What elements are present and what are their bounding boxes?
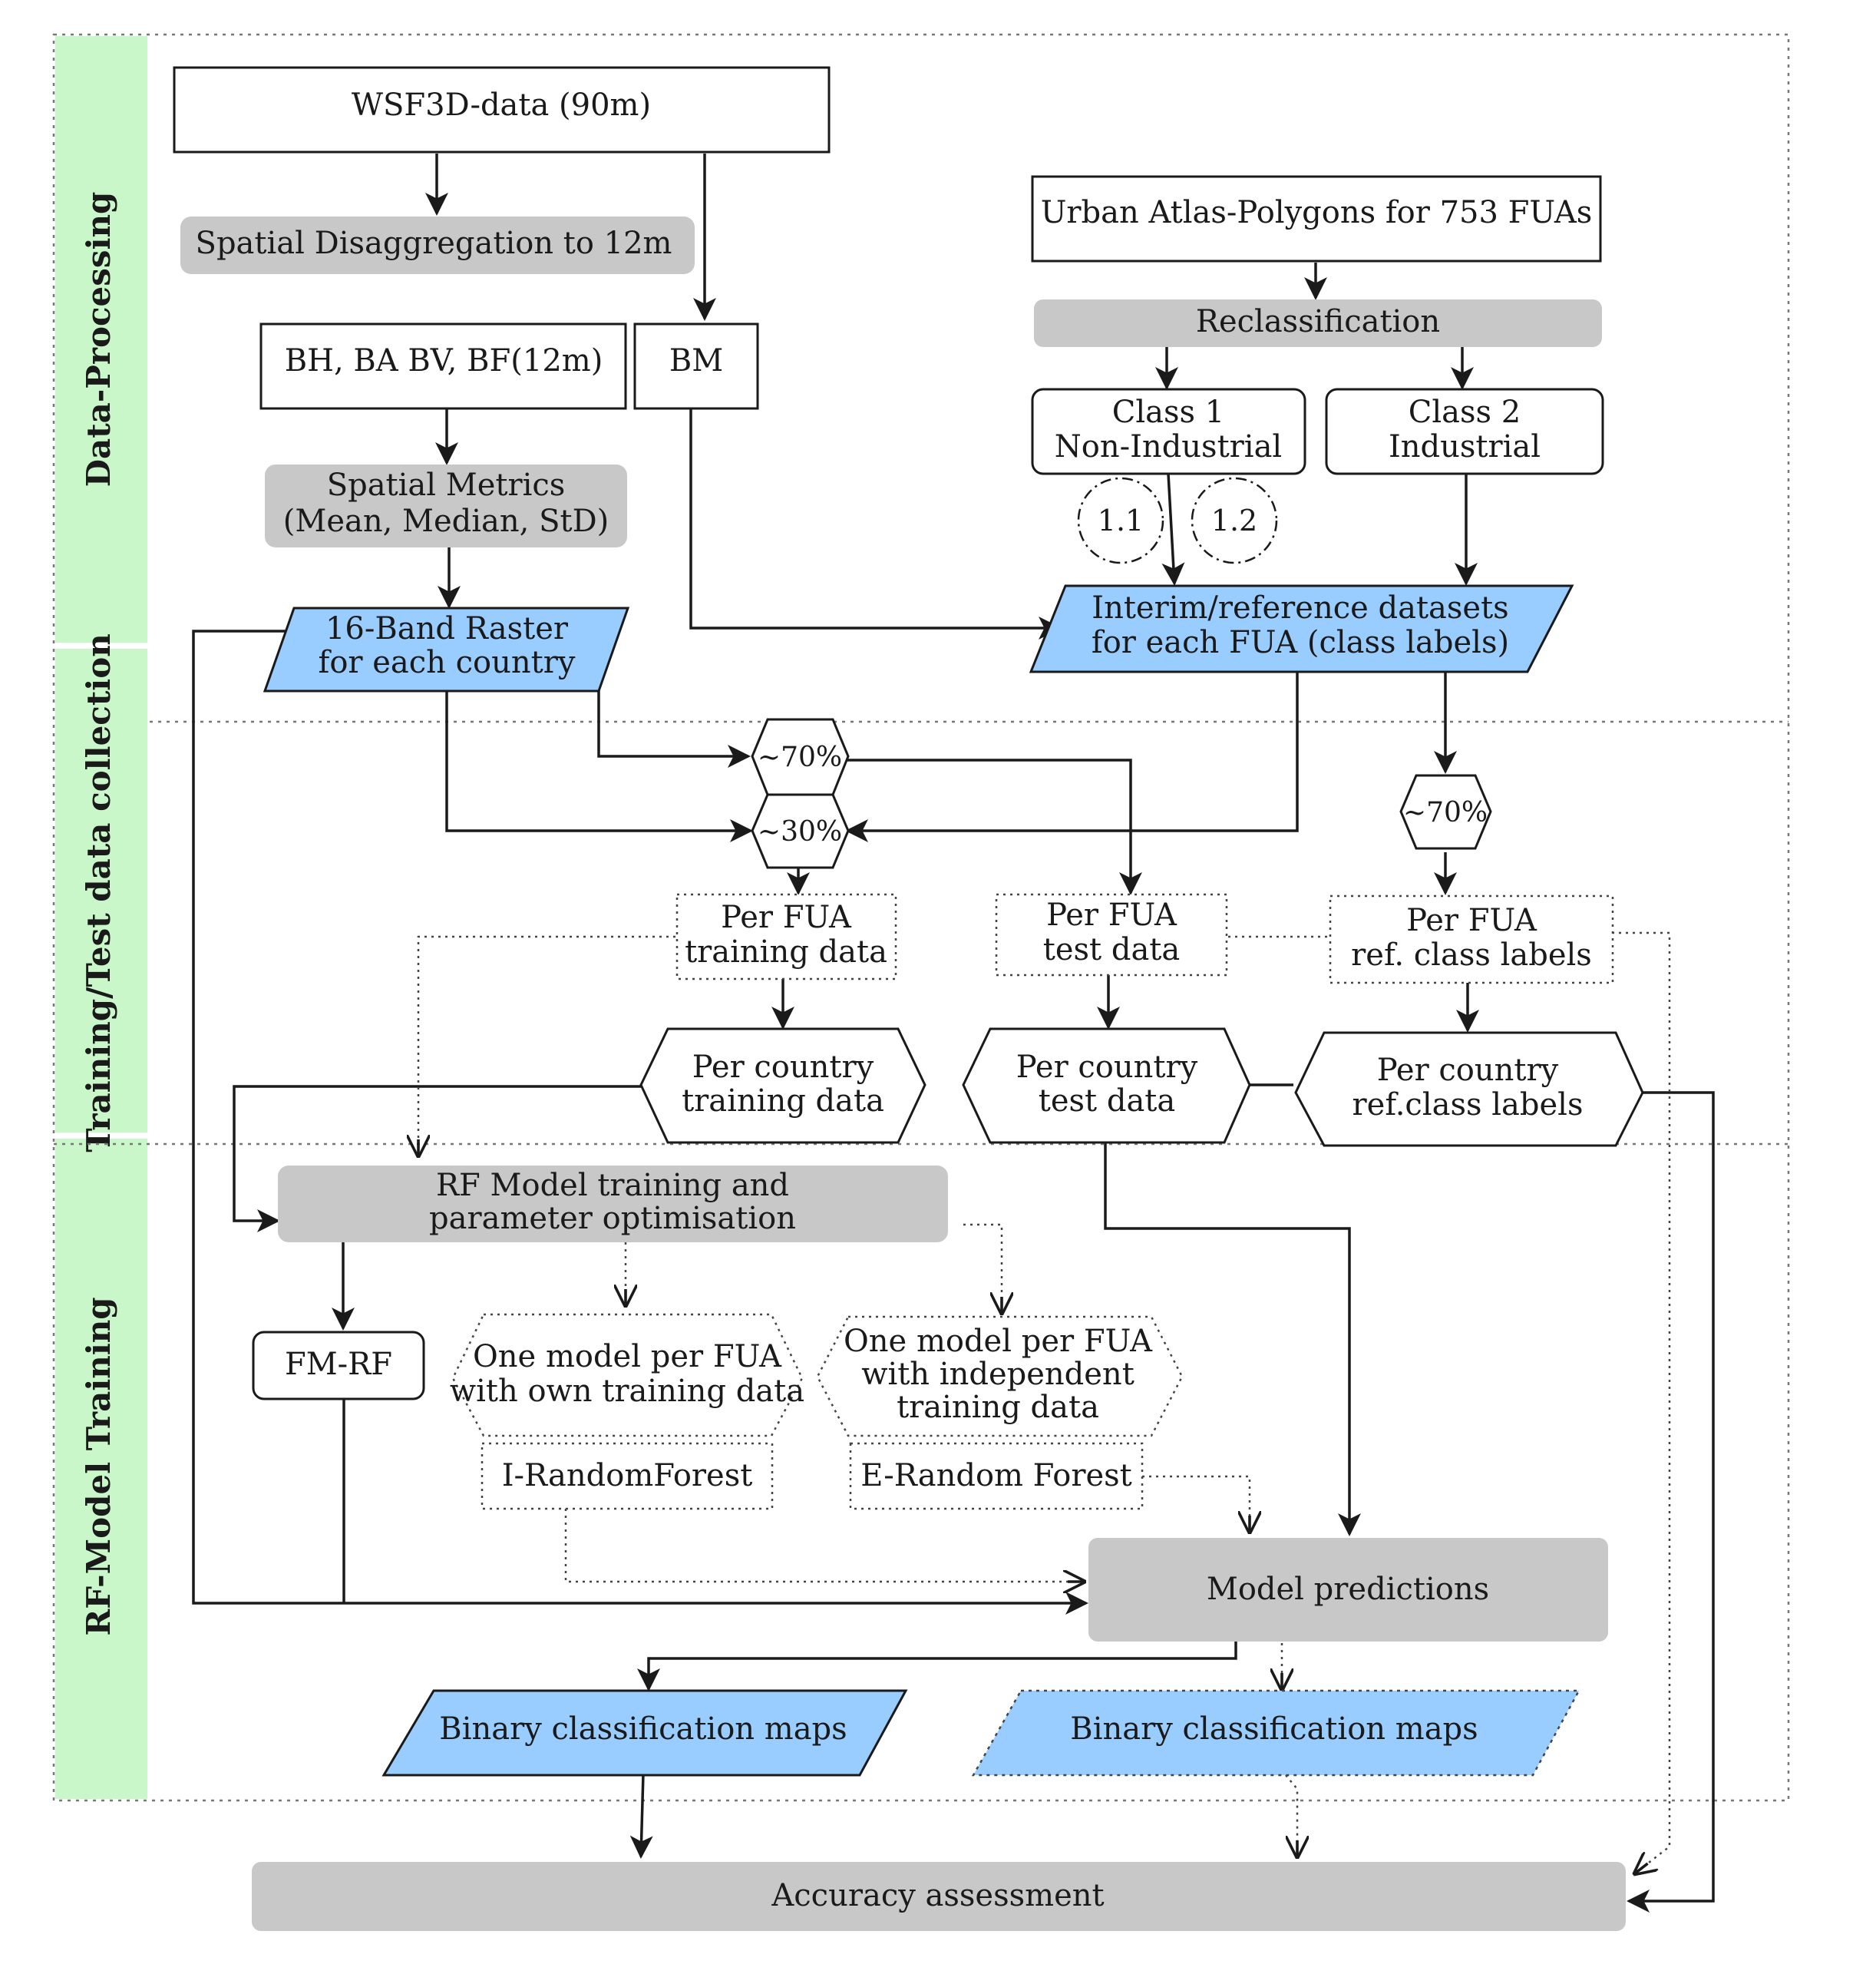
node-sub-1-2-label: 1.2 [1211,504,1257,537]
node-per-fua-ref-line2: ref. class labels [1351,937,1592,973]
node-country-ref-line1: Per country [1377,1053,1559,1088]
node-spatial-metrics: Spatial Metrics (Mean, Median, StD) [265,465,627,547]
node-bm: BM [633,322,759,410]
node-urban-atlas: Urban Atlas-Polygons for 753 FUAs [1031,175,1602,263]
node-split-70-right-label: ~70% [1403,797,1488,828]
node-split-70-left-label: ~70% [758,742,842,773]
node-class-2: Class 2 Industrial [1325,388,1604,475]
node-per-fua-test-line1: Per FUA [1046,898,1177,933]
node-class-2-line1: Class 2 [1409,395,1521,430]
node-wsf3d-label: WSF3D-data (90m) [352,88,651,123]
node-binary-maps-2-label: Binary classification maps [1070,1711,1478,1747]
node-country-test-line2: test data [1039,1083,1175,1119]
node-country-ref-line2: ref.class labels [1353,1087,1584,1123]
node-class-1: Class 1 Non-Industrial [1031,388,1306,475]
node-wsf3d: WSF3D-data (90m) [173,66,831,154]
node-e-randomforest-label: E-Random Forest [860,1458,1131,1493]
node-sub-1-1-label: 1.1 [1098,504,1144,537]
node-sub-1-1: 1.1 [1077,477,1164,564]
node-one-model-independent: One model per FUA with independent train… [816,1315,1184,1437]
node-split-30-left: ~30% [751,793,850,869]
node-per-fua-training: Per FUA training data [675,893,897,980]
node-one-model-indep-line3: training data [897,1390,1099,1425]
node-binary-maps-1-label: Binary classification maps [439,1711,847,1747]
node-country-training-line1: Per country [692,1050,874,1085]
node-country-training-line2: training data [682,1083,884,1119]
node-16-band-raster-line2: for each country [319,645,576,680]
node-accuracy-assessment: Accuracy assessment [252,1862,1626,1931]
node-spatial-disaggregation: Spatial Disaggregation to 12m [180,217,695,274]
node-fm-rf: FM-RF [252,1331,425,1400]
node-binary-maps-1: Binary classification maps [381,1689,908,1777]
node-per-fua-test: Per FUA test data [995,893,1228,977]
node-fm-rf-label: FM-RF [285,1347,392,1382]
node-model-predictions-label: Model predictions [1207,1572,1489,1607]
phase-band-data-processing [55,36,147,643]
node-per-fua-test-line2: test data [1043,932,1180,967]
node-one-model-own-line2: with own training data [450,1374,804,1409]
node-reclassification: Reclassification [1034,299,1602,347]
phase-band-training-test [55,649,147,1132]
node-one-model-own: One model per FUA with own training data [450,1313,804,1437]
node-country-ref: Per country ref.class labels [1294,1031,1644,1147]
node-one-model-own-line1: One model per FUA [473,1339,782,1374]
node-16-band-raster-line1: 16-Band Raster [325,611,569,646]
node-reclassification-label: Reclassification [1196,304,1440,339]
node-per-fua-ref-line1: Per FUA [1406,903,1537,938]
node-country-test-line1: Per country [1016,1050,1198,1085]
node-split-70-left: ~70% [751,718,850,796]
node-model-predictions: Model predictions [1088,1538,1608,1642]
node-per-fua-ref: Per FUA ref. class labels [1329,894,1614,984]
node-per-fua-training-line1: Per FUA [721,900,852,935]
node-e-randomforest: E-Random Forest [849,1442,1144,1510]
node-i-randomforest-label: I-RandomForest [502,1458,753,1493]
node-one-model-indep-line2: with independent [861,1357,1135,1392]
node-bm-label: BM [669,343,723,379]
node-urban-atlas-label: Urban Atlas-Polygons for 753 FUAs [1041,195,1593,230]
phase-label-training-test: Training/Test data collection [80,633,117,1152]
node-spatial-metrics-line1: Spatial Metrics [327,468,566,503]
node-per-fua-training-line2: training data [685,934,887,970]
node-sub-1-2: 1.2 [1191,477,1278,564]
node-rf-model-line1: RF Model training and [436,1168,789,1203]
node-one-model-indep-line1: One model per FUA [844,1324,1153,1359]
node-rf-model-training: RF Model training and parameter optimisa… [278,1166,948,1242]
node-class-1-line1: Class 1 [1112,395,1224,430]
outer-frame [52,33,1790,1802]
node-interim-line2: for each FUA (class labels) [1092,625,1509,660]
node-rf-model-line2: parameter optimisation [429,1201,796,1236]
node-i-randomforest: I-RandomForest [481,1442,774,1510]
node-16-band-raster: 16-Band Raster for each country [263,607,630,693]
node-split-30-left-label: ~30% [758,816,842,848]
phase-label-data-processing: Data-Processing [80,192,117,488]
node-bh-ba-bv-bf-label: BH, BA BV, BF(12m) [285,343,603,379]
node-spatial-metrics-line2: (Mean, Median, StD) [283,504,609,539]
node-class-1-line2: Non-Industrial [1055,429,1282,465]
node-binary-maps-2: Binary classification maps [971,1689,1581,1777]
node-spatial-disaggregation-label: Spatial Disaggregation to 12m [196,226,672,261]
phase-label-rf-training: RF-Model Training [80,1297,117,1635]
phase-band-rf-training [55,1139,147,1799]
node-country-training: Per country training data [639,1027,926,1144]
node-bh-ba-bv-bf: BH, BA BV, BF(12m) [259,322,627,410]
node-country-test: Per country test data [962,1027,1251,1144]
node-accuracy-assessment-label: Accuracy assessment [771,1878,1104,1913]
node-interim-line1: Interim/reference datasets [1092,590,1508,626]
node-split-70-right: ~70% [1399,774,1492,850]
node-class-2-line2: Industrial [1389,429,1541,465]
node-interim-datasets: Interim/reference datasets for each FUA … [1029,584,1574,673]
